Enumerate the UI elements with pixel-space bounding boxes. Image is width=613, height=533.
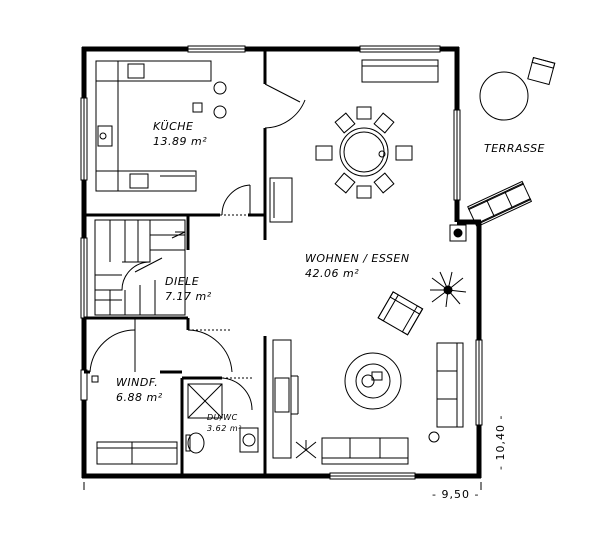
windows xyxy=(80,45,483,480)
terrace-furniture xyxy=(467,56,556,228)
dimension-lines xyxy=(83,482,482,490)
room-label-windfang: WINDF. 6.88 m² xyxy=(116,375,163,405)
stove-icon xyxy=(449,224,467,242)
sofa-right xyxy=(428,342,464,443)
room-name: DU/WC xyxy=(207,413,238,422)
stairs xyxy=(94,219,186,316)
room-area: 6.88 m² xyxy=(116,391,163,404)
room-area: 13.89 m² xyxy=(153,135,208,148)
windfang-furniture xyxy=(91,375,178,465)
interior-walls xyxy=(84,49,267,476)
dimension-width: - 9,50 - xyxy=(432,488,480,501)
lounge-chair xyxy=(377,291,424,336)
room-name: TERRASSE xyxy=(484,142,546,155)
sofa-bottom xyxy=(321,437,409,465)
room-label-wohnen: WOHNEN / ESSEN 42.06 m² xyxy=(305,251,410,281)
coffee-table xyxy=(344,352,402,410)
wc-fixtures xyxy=(185,383,259,454)
dimension-height: - 10,40 - xyxy=(494,414,507,470)
doors xyxy=(89,83,306,411)
room-area: 42.06 m² xyxy=(305,267,360,280)
room-name: DIELE xyxy=(165,275,200,288)
room-label-kueche: KÜCHE 13.89 m² xyxy=(153,119,207,149)
plant-small-icon xyxy=(295,440,317,459)
room-name: WOHNEN / ESSEN xyxy=(305,252,410,265)
kitchen-counters xyxy=(95,60,227,192)
room-name: WINDF. xyxy=(116,376,159,389)
tv-unit xyxy=(272,339,299,459)
room-label-terrasse: TERRASSE xyxy=(484,141,545,156)
room-name: KÜCHE xyxy=(153,120,194,133)
room-label-duwc: DU/WC 3.62 m² xyxy=(207,412,242,434)
dining-table xyxy=(315,106,413,199)
living-cabinet xyxy=(269,59,439,223)
room-area: 3.62 m² xyxy=(207,424,242,433)
room-area: 7.17 m² xyxy=(165,290,212,303)
exterior-walls xyxy=(81,46,482,479)
plant-icon xyxy=(430,271,467,308)
room-label-diele: DIELE 7.17 m² xyxy=(165,274,212,304)
